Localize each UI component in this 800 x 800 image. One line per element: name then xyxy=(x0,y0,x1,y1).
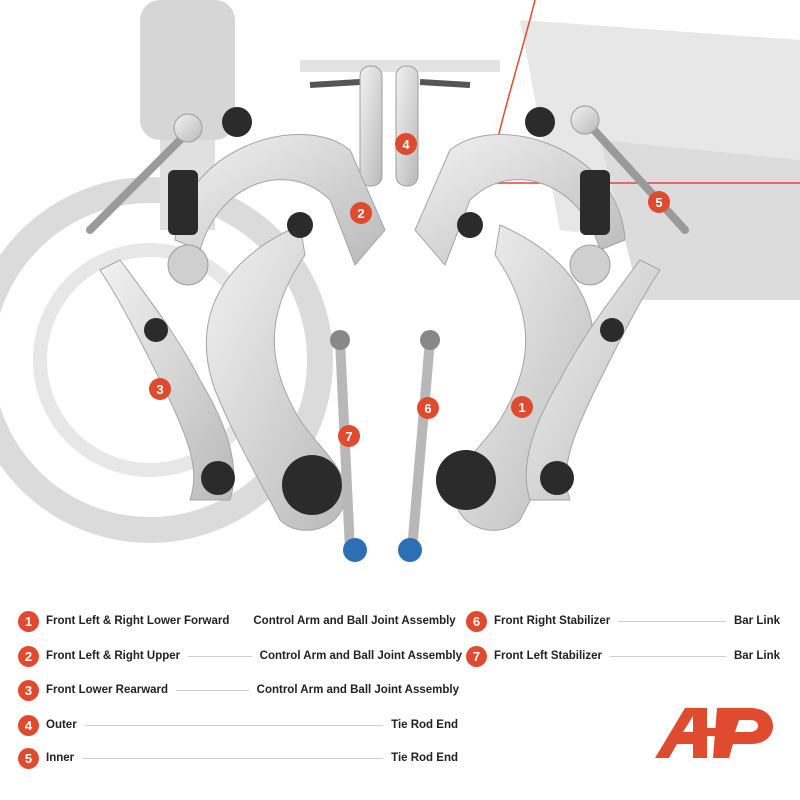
legend-part-type: Bar Link xyxy=(733,615,780,627)
legend-part-type: Control Arm and Ball Joint Assembly xyxy=(259,650,462,662)
legend-part-type: Tie Rod End xyxy=(391,719,458,731)
svg-text:5: 5 xyxy=(655,195,662,210)
legend-item-4: 4 Outer Tie Rod End xyxy=(18,714,458,736)
legend-part-position: Front Left Stabilizer xyxy=(494,650,602,662)
callout-badge-5: 5 xyxy=(648,191,670,213)
leader-line xyxy=(84,724,384,726)
callout-badge-7: 7 xyxy=(338,425,360,447)
legend-item-5: 5 Inner Tie Rod End xyxy=(18,747,458,769)
legend-part-type: Control Arm and Ball Joint Assembly xyxy=(256,684,459,696)
callout-badge-2: 2 xyxy=(350,202,372,224)
callout-badge-1: 1 xyxy=(511,396,533,418)
svg-text:1: 1 xyxy=(518,400,525,415)
svg-text:6: 6 xyxy=(424,401,431,416)
svg-text:3: 3 xyxy=(156,382,163,397)
legend-part-position: Inner xyxy=(46,752,75,764)
svg-text:7: 7 xyxy=(345,429,352,444)
upper-control-arms xyxy=(167,107,626,286)
outer-tie-rod-ends xyxy=(309,65,471,187)
leader-line xyxy=(609,655,726,657)
legend-part-position: Outer xyxy=(46,719,77,731)
legend-part-type: Bar Link xyxy=(733,650,780,662)
legend-part-type: Tie Rod End xyxy=(391,752,458,764)
legend-part-position: Front Left & Right Upper xyxy=(46,650,181,662)
leader-line xyxy=(176,689,249,691)
callout-badge-6: 6 xyxy=(417,397,439,419)
legend-number: 3 xyxy=(18,679,39,701)
callout-badge-3: 3 xyxy=(149,378,171,400)
inner-tie-rod-ends xyxy=(86,105,689,234)
legend-item-3: 3 Front Lower Rearward Control Arm and B… xyxy=(18,679,459,701)
legend-part-position: Front Lower Rearward xyxy=(46,684,169,696)
legend-number: 7 xyxy=(466,645,487,667)
callout-badge-4: 4 xyxy=(395,133,417,155)
lower-forward-control-arms xyxy=(205,212,595,531)
legend-item-1: 1 Front Left & Right Lower Forward Contr… xyxy=(18,610,462,632)
legend-item-6: 6 Front Right Stabilizer Bar Link xyxy=(466,610,780,632)
legend-number: 4 xyxy=(18,714,39,736)
legend-part-position: Front Left & Right Lower Forward xyxy=(46,615,230,627)
legend-part-position: Front Right Stabilizer xyxy=(494,615,611,627)
a-premium-logo-icon xyxy=(655,708,773,758)
leader-line xyxy=(82,757,384,759)
leader-line xyxy=(188,655,252,657)
legend-number: 1 xyxy=(18,610,39,632)
legend-number: 6 xyxy=(466,610,487,632)
legend-item-2: 2 Front Left & Right Upper Control Arm a… xyxy=(18,645,462,667)
legend-number: 2 xyxy=(18,645,39,667)
legend-item-7: 7 Front Left Stabilizer Bar Link xyxy=(466,645,780,667)
svg-text:2: 2 xyxy=(357,206,364,221)
leader-line xyxy=(618,620,726,622)
legend-part-type: Control Arm and Ball Joint Assembly xyxy=(253,615,456,627)
product-photo: 1 2 3 4 5 6 7 xyxy=(0,0,800,562)
svg-text:4: 4 xyxy=(402,137,410,152)
lower-rearward-control-arms xyxy=(99,259,661,501)
legend-number: 5 xyxy=(18,747,39,769)
